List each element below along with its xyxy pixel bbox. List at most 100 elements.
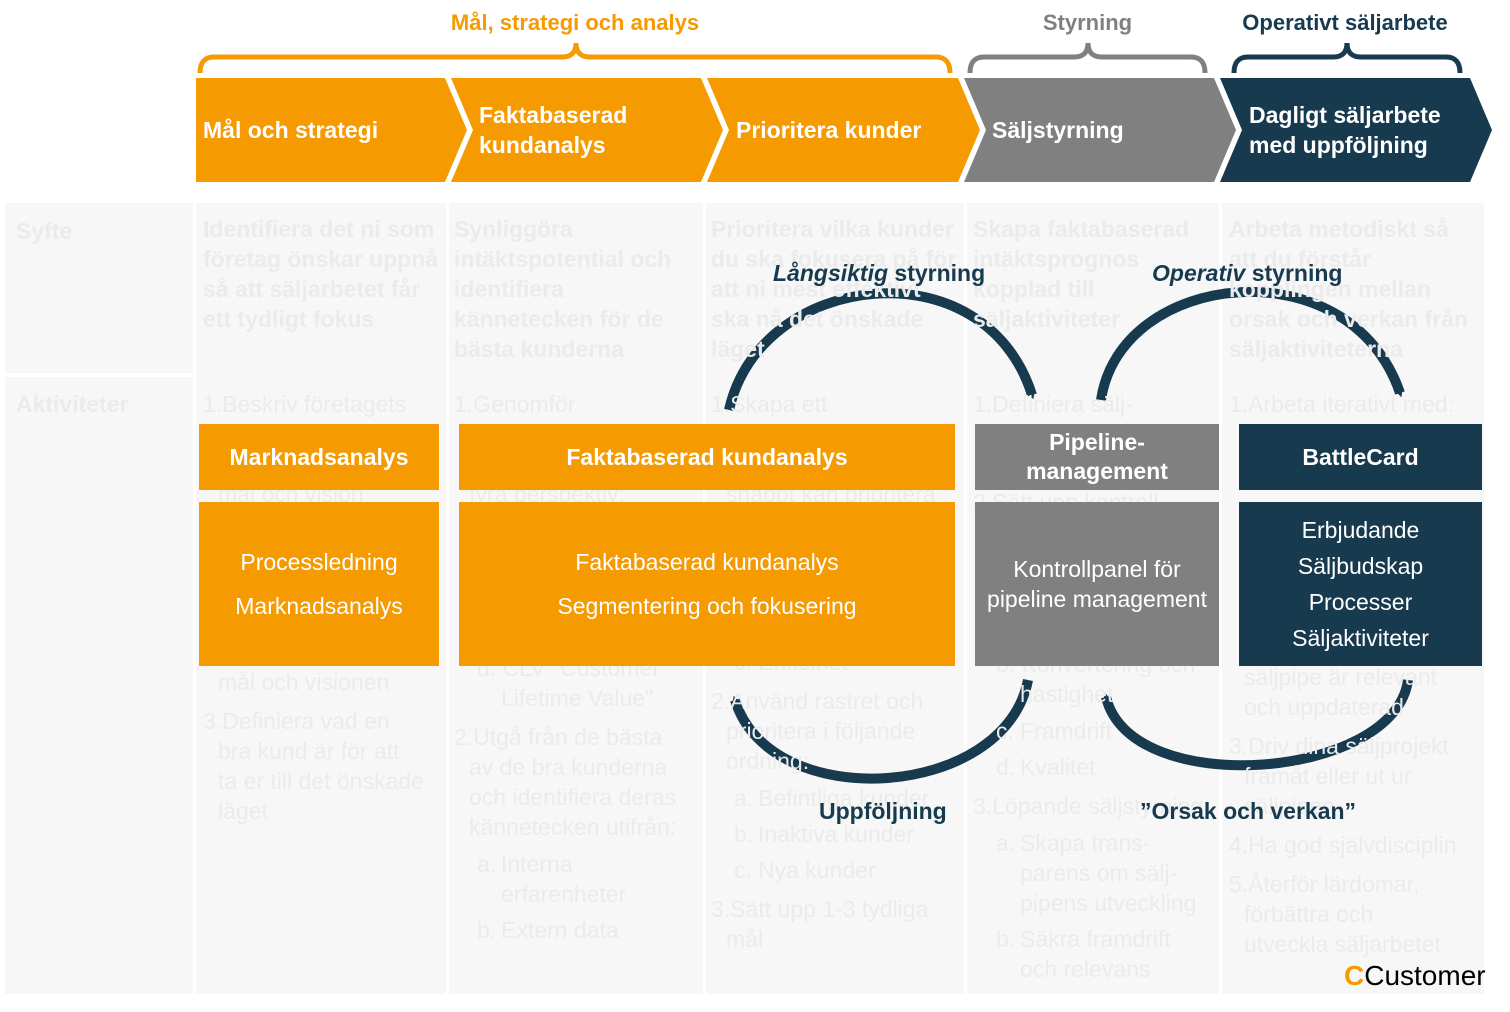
ccustomer-logo: CCustomer xyxy=(1344,960,1486,992)
flow-label-rest: styrning xyxy=(888,260,986,286)
aktivitet-col1-line: mål och visionen xyxy=(218,669,390,695)
chevron-mal-och-strategi xyxy=(196,78,467,182)
aktivitet-col4-line: och relevans xyxy=(1020,956,1151,982)
syfte-text-5: Arbeta metodiskt så att du förstår koppl… xyxy=(1229,216,1469,362)
aktivitet-col3-line: 2.Använd rastret och xyxy=(711,688,924,714)
aktivitet-col1-line: 1.Beskriv företagets xyxy=(203,391,407,417)
group-label-operative: Operativt säljarbete xyxy=(1242,10,1448,35)
box-marknadsanalys-item: Marknadsanalys xyxy=(235,593,403,619)
aktivitet-col4-line: 1.Definiera sälj- xyxy=(973,391,1133,417)
aktivitet-col2-num: b. xyxy=(477,917,497,943)
box-marknadsanalys-body: Processledning Marknadsanalys xyxy=(199,502,439,666)
syfte-text-3: Prioritera vilka kunder du ska fokusera … xyxy=(711,216,957,362)
aktivitet-col2-line: kännetecken utifrån: xyxy=(469,814,677,840)
arrow-langsiktig-styrning xyxy=(724,288,1037,412)
row-header-syfte: Syfte xyxy=(16,218,73,244)
row-header-syfte-bg xyxy=(5,203,193,373)
arrow-operativ-styrning xyxy=(1096,286,1405,401)
aktivitet-col2-line: erfarenheter xyxy=(501,881,627,907)
syfte-text-4: Skapa faktabaserad intäktsprognos koppla… xyxy=(973,216,1190,332)
aktivitet-col4-line: Kvalitet xyxy=(1020,754,1096,780)
aktivitet-col4-line: parens om sälj- xyxy=(1020,860,1178,886)
aktivitet-col5-line: 4.Ha god självdisciplin xyxy=(1229,832,1457,858)
flow-label-emphasis: Långsiktig xyxy=(773,260,889,286)
aktivitet-col2-line: och identifiera deras xyxy=(469,784,677,810)
aktivitet-col4-num: b. xyxy=(996,926,1016,952)
box-kundanalys-body: Faktabaserad kundanalys Segmentering och… xyxy=(459,502,955,666)
aktivitet-col5-line: 1.Arbeta iterativt med: xyxy=(1229,391,1454,417)
chevron-saljstyrning xyxy=(964,78,1236,182)
flow-label-orsak-och-verkan: ”Orsak och verkan” xyxy=(1140,798,1357,824)
bracket-steering xyxy=(967,42,1208,74)
box-battlecard-item: Säljaktiviteter xyxy=(1292,625,1429,651)
aktivitet-col5-line: framåt eller ut ur xyxy=(1244,763,1412,789)
aktivitet-col5-line: förbättra och xyxy=(1244,901,1374,927)
box-battlecard-body: Erbjudande Säljbudskap Processer Säljakt… xyxy=(1239,502,1482,666)
box-battlecard-item: Säljbudskap xyxy=(1297,553,1424,579)
aktivitet-col4-num: a. xyxy=(996,830,1016,856)
aktivitet-col1-line: läget xyxy=(218,798,268,824)
aktivitet-col1-line: ta er till det önskade xyxy=(218,768,424,794)
box-battlecard-header: BattleCard xyxy=(1239,424,1482,490)
step-label-5: Dagligt säljarbete med uppföljning xyxy=(1249,102,1441,158)
aktivitet-col5-line: säljpipen xyxy=(1244,793,1335,819)
aktivitet-col2-num: a. xyxy=(477,851,497,877)
arrow-orsak-och-verkan xyxy=(1101,679,1413,771)
aktivitet-col3-line: mål xyxy=(726,926,764,952)
aktivitet-col3-line: prioritera i följande xyxy=(726,718,916,744)
aktivitet-col3-line: 3.Sätt upp 1-3 tydliga xyxy=(711,896,929,922)
flow-label-operativ-styrning: Operativ styrning xyxy=(1152,260,1342,287)
box-kundanalys-item: Faktabaserad kundanalys xyxy=(575,549,839,575)
aktivitet-col2-line: Extern data xyxy=(501,917,619,943)
step-label-3: Prioritera kunder xyxy=(736,117,922,143)
aktivitet-col5-line: säljpipe är relevant xyxy=(1244,664,1438,690)
box-marknadsanalys-item: Processledning xyxy=(240,549,398,575)
bracket-operative xyxy=(1231,42,1463,74)
box-kundanalys-header: Faktabaserad kundanalys xyxy=(459,424,955,490)
aktivitet-col2-line: av de bra kunderna xyxy=(469,754,668,780)
aktivitet-col3-line: Nya kunder xyxy=(758,857,876,883)
syfte-text-2: Synliggöra intäktspotential och identifi… xyxy=(454,216,672,362)
aktivitet-col1-line: 3.Definiera vad en xyxy=(203,708,390,734)
step-label-1: Mål och strategi xyxy=(203,117,379,143)
aktivitet-col2-line: 1.Genomför xyxy=(454,391,576,417)
group-label-strategy: Mål, strategi och analys xyxy=(450,10,700,35)
aktivitet-col4-line: Säkra framdrift xyxy=(1020,926,1171,952)
aktivitet-col4-num: d. xyxy=(996,754,1016,780)
aktivitet-col3-num: a. xyxy=(734,785,754,811)
aktivitet-col4-line: hastighet xyxy=(1020,681,1114,707)
aktivitet-col1-line: bra kund är för att xyxy=(218,738,400,764)
logo-text: Customer xyxy=(1364,960,1486,991)
aktivitet-col5-line: 5.Återför lärdomar, xyxy=(1229,871,1420,897)
aktivitet-col4-num: c. xyxy=(996,718,1014,744)
logo-c: C xyxy=(1344,960,1365,991)
aktivitet-col3-line: Befintliga kunder xyxy=(758,785,930,811)
chevron-faktabaserad-kundanalys xyxy=(451,78,723,182)
aktivitet-col4-line: 3.Löpande säljstyrning xyxy=(973,793,1204,819)
box-marknadsanalys-header: Marknadsanalys xyxy=(199,424,439,490)
step-label-2: Faktabaserad kundanalys xyxy=(479,102,628,158)
row-header-aktiviteter: Aktiviteter xyxy=(16,391,129,417)
chevron-dagligt-saljarbete xyxy=(1220,78,1492,182)
aktivitet-col2-line: Lifetime Value" xyxy=(501,685,654,711)
arrow-uppfoljning xyxy=(730,678,1033,784)
aktivitet-col3-line: ordning: xyxy=(726,748,810,774)
bracket-strategy xyxy=(197,42,953,74)
syfte-text-1: Identifiera det ni som företag önskar up… xyxy=(203,216,439,332)
aktivitet-col4-line: pipens utveckling xyxy=(1020,890,1197,916)
row-header-aktiviteter-bg xyxy=(5,377,193,994)
aktivitet-col4-line: Framdrift xyxy=(1020,718,1112,744)
aktivitet-col3-line: 1.Skapa ett xyxy=(711,391,828,417)
aktivitet-col5-line: 3.Driv dina säljprojekt xyxy=(1229,733,1449,759)
box-pipeline-body: Kontrollpanel för pipeline management xyxy=(975,502,1219,666)
box-battlecard-item: Erbjudande xyxy=(1301,517,1420,543)
box-kundanalys-item: Segmentering och fokusering xyxy=(557,593,857,619)
aktivitet-col5-line: och uppdaterad xyxy=(1244,694,1404,720)
step-label-4: Säljstyrning xyxy=(992,117,1124,143)
flow-label-emphasis: Operativ xyxy=(1152,260,1246,286)
aktivitet-col5-line: utveckla säljarbetet xyxy=(1244,931,1441,957)
chevron-prioritera-kunder xyxy=(707,78,980,182)
flow-label-langsiktig-styrning: Långsiktig styrning xyxy=(773,260,985,287)
box-battlecard-item: Processer xyxy=(1308,589,1413,615)
